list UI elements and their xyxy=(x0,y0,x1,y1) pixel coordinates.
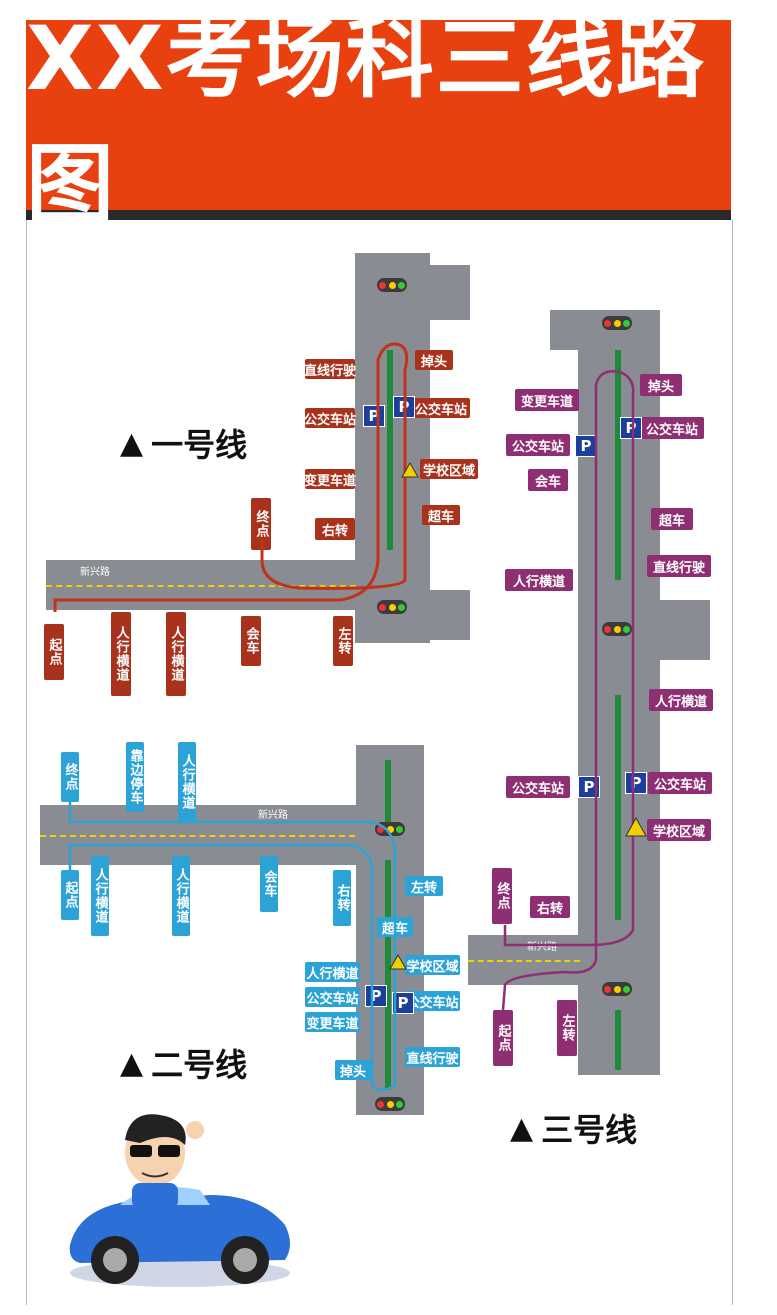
route1-road-name: 新兴路 xyxy=(80,567,110,578)
triangle-icon: ▲ xyxy=(510,1110,534,1146)
route3-label-bus-stop-left-2: 公交车站 xyxy=(506,776,570,798)
route3-parking-icon-right-2: P xyxy=(625,772,647,794)
route1-label-left-turn: 左转 xyxy=(333,616,353,666)
route2-label-uturn: 掉头 xyxy=(335,1060,371,1080)
route2-label-meet: 会车 xyxy=(260,856,278,912)
school-warning-icon xyxy=(401,461,419,478)
route2-label-crosswalk-3: 人行横道 xyxy=(172,856,190,936)
route3-label-end: 终点 xyxy=(492,868,512,924)
route1-traffic-light-bottom xyxy=(377,600,407,614)
route2-label-change-lane: 变更车道 xyxy=(305,1012,360,1032)
route3-median-middle xyxy=(615,695,621,920)
route1-label-bus-stop-left: 公交车站 xyxy=(304,408,356,428)
triangle-icon: ▲ xyxy=(120,1045,144,1081)
route1-path xyxy=(53,342,409,612)
route1-label-meet: 会车 xyxy=(241,616,261,666)
route2-label-crosswalk-2: 人行横道 xyxy=(178,742,196,822)
route1-label-straight: 直线行驶 xyxy=(304,359,356,379)
route2-label-crosswalk-4: 人行横道 xyxy=(305,962,360,982)
route2-label-school-zone: 学校区域 xyxy=(405,955,460,975)
route3-median-bottom xyxy=(615,1010,621,1070)
route3-traffic-light-middle xyxy=(602,622,632,636)
route3-label-start: 起点 xyxy=(493,1010,513,1066)
route1-label-crosswalk-1: 人行横道 xyxy=(111,612,131,696)
route2-label-bus-stop-right: 公交车站 xyxy=(405,991,460,1011)
route3-label-straight: 直线行驶 xyxy=(647,555,711,577)
route3-parking-icon-left-2: P xyxy=(578,776,600,798)
route3-median-top xyxy=(615,350,621,580)
route3-road-name: 新兴路 xyxy=(527,942,557,953)
route3-parking-icon-right: P xyxy=(620,417,642,439)
route1-label-uturn: 掉头 xyxy=(415,350,453,370)
route2-label-left-turn: 左转 xyxy=(405,876,443,896)
route3-label-school-zone: 学校区域 xyxy=(647,819,711,841)
route2-center-line xyxy=(40,835,355,837)
route3-label-bus-stop-right: 公交车站 xyxy=(640,417,704,439)
route2-label-pull-over: 靠边停车 xyxy=(126,742,144,812)
school-warning-icon-2 xyxy=(389,953,407,970)
route3-side-road xyxy=(655,600,710,660)
route2-traffic-light-bottom xyxy=(375,1097,405,1111)
route2-label-start: 起点 xyxy=(61,870,79,920)
route3-center-line xyxy=(468,960,580,962)
route1-traffic-light-top xyxy=(377,278,407,292)
route1-title: ▲ 一号线 xyxy=(120,425,248,465)
route3-label-crosswalk-2: 人行横道 xyxy=(649,689,713,711)
route3-label-change-lane: 变更车道 xyxy=(515,389,579,411)
header-underline xyxy=(26,210,731,220)
route2-parking-icon-right: P xyxy=(392,992,414,1014)
route2-label-end: 终点 xyxy=(61,752,79,802)
route3-label-meet: 会车 xyxy=(528,469,568,491)
route2-parking-icon-left: P xyxy=(365,985,387,1007)
driver-car-illustration xyxy=(69,1114,290,1287)
route3-label-right-turn: 右转 xyxy=(530,896,570,918)
diagram-frame xyxy=(26,220,733,1305)
route2-label-right-turn: 右转 xyxy=(333,870,351,926)
route1-label-end: 终点 xyxy=(251,498,271,550)
page-title: XX考场科三线路图 xyxy=(26,7,706,237)
route2-median-top xyxy=(385,760,391,830)
route3-label-left-turn: 左转 xyxy=(557,1000,577,1056)
route2-title: ▲ 二号线 xyxy=(120,1045,248,1085)
route1-center-line xyxy=(46,585,356,587)
route1-label-start: 起点 xyxy=(44,624,64,680)
route1-label-right-turn: 右转 xyxy=(315,518,355,540)
route2-median-bottom xyxy=(385,860,391,1090)
route1-median xyxy=(387,350,393,550)
route2-label-straight: 直线行驶 xyxy=(405,1047,460,1067)
route3-path xyxy=(501,370,635,1011)
route2-road-name: 新兴路 xyxy=(258,810,288,821)
route1-label-bus-stop-right: 公交车站 xyxy=(412,398,470,418)
route1-label-crosswalk-2: 人行横道 xyxy=(166,612,186,696)
route3-traffic-light-top xyxy=(602,316,632,330)
route2-label-bus-stop-left: 公交车站 xyxy=(305,987,360,1007)
route1-side-road-2 xyxy=(425,590,470,640)
route1-label-school-zone: 学校区域 xyxy=(420,459,478,479)
route3-label-uturn: 掉头 xyxy=(640,374,682,396)
route2-path xyxy=(68,800,397,1092)
route2-label-crosswalk-1: 人行横道 xyxy=(91,856,109,936)
route3-label-overtake: 超车 xyxy=(651,508,693,530)
route1-label-change-lane: 变更车道 xyxy=(304,469,356,489)
triangle-icon: ▲ xyxy=(120,425,144,461)
route1-side-road xyxy=(430,265,470,320)
header-banner xyxy=(26,20,731,210)
route3-label-bus-stop-left: 公交车站 xyxy=(506,434,570,456)
school-warning-icon-3 xyxy=(625,816,647,837)
route3-title: ▲ 三号线 xyxy=(510,1110,638,1150)
route3-label-crosswalk-1: 人行横道 xyxy=(505,569,573,591)
route3-traffic-light-bottom xyxy=(602,982,632,996)
route1-label-overtake: 超车 xyxy=(422,505,460,525)
route3-label-bus-stop-right-2: 公交车站 xyxy=(648,772,712,794)
